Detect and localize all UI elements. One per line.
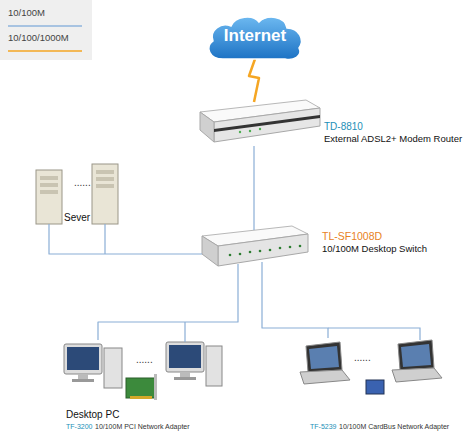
switch-led (289, 246, 292, 249)
laptop-base (392, 368, 442, 382)
server-towers (36, 164, 118, 224)
router-led (239, 131, 241, 133)
node-title: TD-8810 (324, 121, 363, 132)
desktop-pcs (64, 342, 222, 400)
ellipsis-label: ...... (74, 177, 91, 188)
drive-bay (40, 190, 58, 194)
router-side (200, 112, 214, 142)
node-title: Internet (203, 27, 307, 46)
node-subtitle: 10/100M PCI Network Adapter (95, 423, 190, 431)
network-cable (98, 264, 238, 340)
cable-branch (104, 224, 105, 254)
monitor-base (72, 379, 94, 382)
device-node: TF-523910/100M CardBus Network Adapter (300, 338, 450, 396)
switch-led (269, 249, 272, 252)
server-tower (92, 164, 118, 224)
laptop-display (309, 346, 339, 369)
switch-led (299, 245, 302, 248)
router-front (214, 108, 320, 142)
network-cable (253, 146, 254, 230)
device-node: Desktop PCTF-320010/100M PCI Network Ada… (58, 340, 226, 402)
router-stripe (214, 115, 320, 132)
device-node: TL-SF1008D10/100M Desktop Switch (198, 222, 310, 272)
laptop-display (401, 344, 431, 367)
screen (67, 347, 99, 370)
drive-bay (96, 177, 114, 181)
switch-led (239, 253, 242, 256)
drive-bay (40, 183, 58, 187)
cloud-node: Internet (203, 14, 307, 62)
node-title: TF-5239 (310, 423, 336, 431)
card-bracket (154, 374, 157, 400)
cable-branch (184, 322, 185, 342)
pc-tower (206, 346, 222, 386)
drive-bay (40, 176, 58, 180)
router-led (249, 130, 251, 132)
router-led (259, 128, 261, 130)
legend-text: 10/100/1000M (8, 33, 69, 43)
pci-card (126, 378, 156, 398)
wireless-link (249, 59, 259, 102)
switch-side (202, 236, 218, 266)
node-subtitle: 10/100M CardBus Network Adapter (339, 423, 449, 431)
ellipsis-label: ...... (354, 352, 371, 363)
switch-led (259, 250, 262, 253)
node-subtitle: External ADSL2+ Modem Router (324, 134, 462, 144)
switch-led (249, 251, 252, 254)
node-title: Desktop PC (66, 409, 119, 420)
legend-panel (0, 0, 92, 60)
pc-tower (104, 348, 122, 388)
switch-led (229, 254, 232, 257)
node-title: Sever (64, 212, 90, 223)
laptops (300, 340, 442, 394)
card-contacts (130, 396, 152, 399)
cardbus-card (366, 380, 384, 394)
node-title: TL-SF1008D (322, 231, 382, 243)
device-node: Sever (32, 160, 120, 226)
laptop-screen (306, 342, 342, 372)
monitor-stand (180, 372, 190, 377)
monitor (64, 344, 102, 374)
legend-text: 10/100M (8, 8, 45, 18)
laptop-screen (398, 340, 434, 370)
drive-bay (96, 170, 114, 174)
legend-line-sample (8, 50, 82, 52)
ellipsis-label: ...... (136, 354, 153, 365)
monitor (166, 342, 204, 372)
desktop-switch (202, 226, 308, 266)
network-cable (262, 262, 328, 338)
monitor-base (174, 377, 196, 380)
server-tower (36, 170, 62, 224)
switch-led (279, 247, 282, 250)
switch-front (218, 234, 308, 266)
node-subtitle: 10/100M Desktop Switch (322, 244, 427, 254)
cable-branch (328, 328, 420, 340)
drive-bay (96, 184, 114, 188)
network-cable (49, 224, 202, 254)
node-subtitle: TF-3200 (66, 423, 92, 431)
screen (169, 345, 201, 368)
laptop-base (300, 370, 350, 384)
monitor-stand (78, 374, 88, 379)
modem-router (200, 100, 320, 142)
device-node: TD-8810External ADSL2+ Modem Router (196, 98, 320, 152)
legend-line-sample (8, 25, 82, 27)
